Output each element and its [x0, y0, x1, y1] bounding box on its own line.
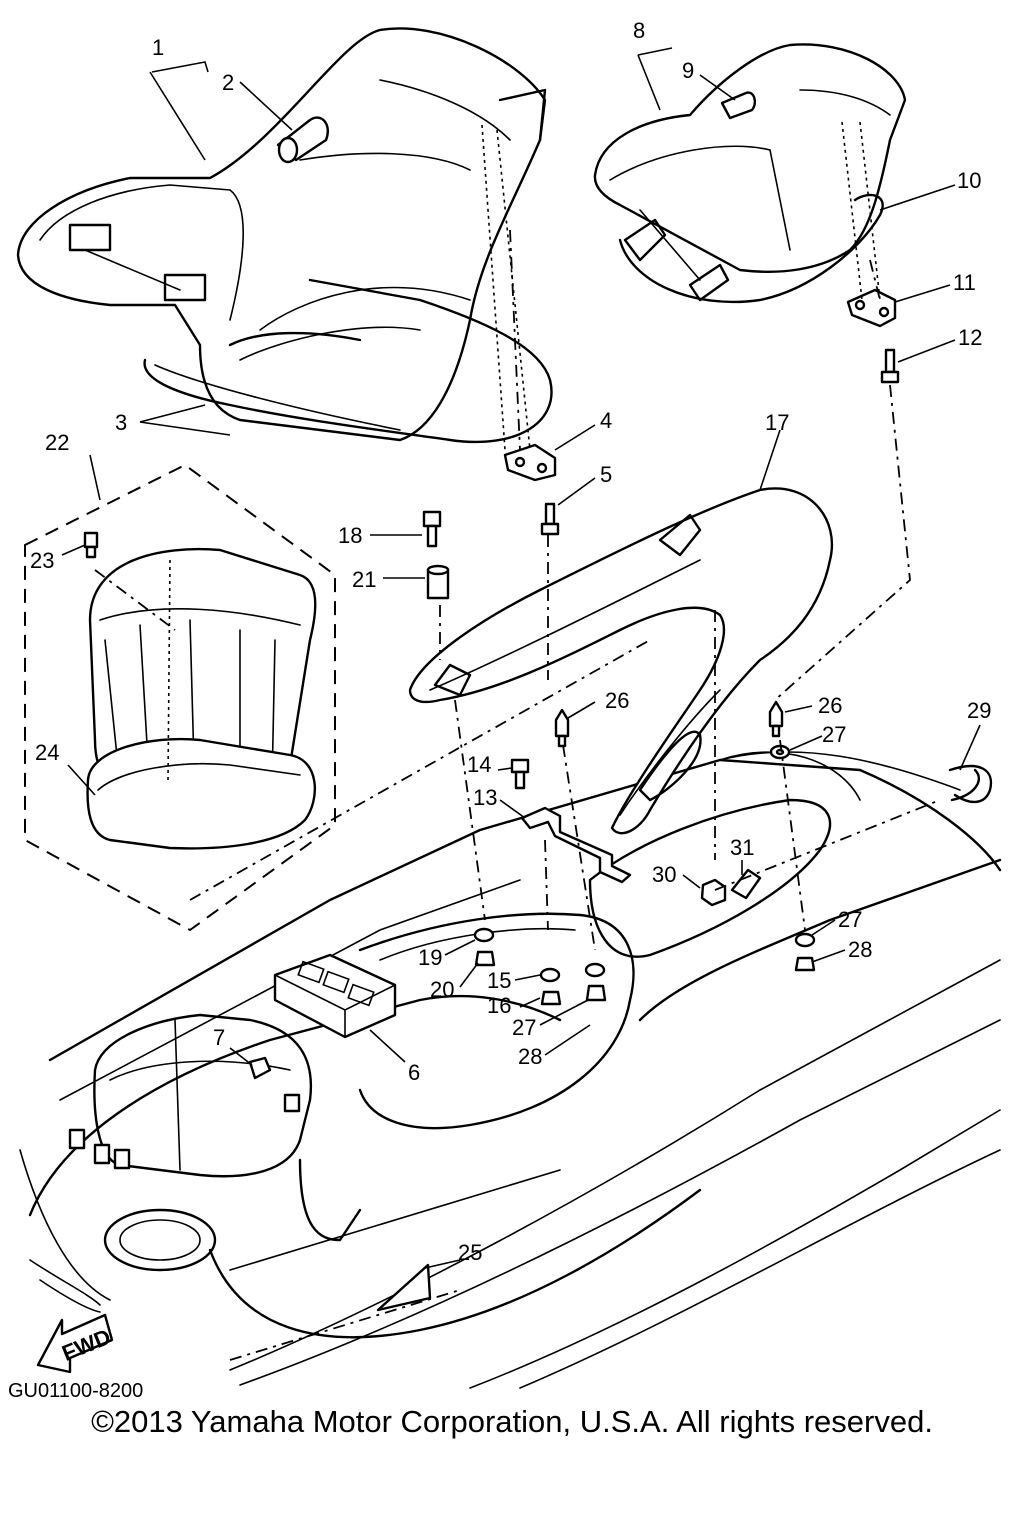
- hull-body: [19, 751, 1002, 1389]
- callout-17: 17: [765, 410, 789, 435]
- callout-27-center: 27: [512, 1015, 536, 1040]
- part-9-rear-grip: [720, 91, 757, 120]
- callout-4: 4: [600, 408, 612, 433]
- part-18-bolt: [422, 510, 442, 548]
- callout-5: 5: [600, 462, 612, 487]
- callout-13: 13: [473, 785, 497, 810]
- part-4-front-latch: [503, 443, 557, 482]
- callout-18: 18: [338, 523, 362, 548]
- part-5-screw: [540, 502, 560, 536]
- part-21-collar: [426, 564, 450, 600]
- callout-28-right: 28: [848, 937, 872, 962]
- copyright-notice: ©2013 Yamaha Motor Corporation, U.S.A. A…: [91, 1404, 933, 1439]
- seat-base-well: [358, 751, 861, 1130]
- callout-labels: 1 2 3 4 5 6 7 8 9 10 11 12 13 14 15 16 1…: [30, 18, 991, 1265]
- callout-9: 9: [682, 58, 694, 83]
- callout-23: 23: [30, 548, 54, 573]
- callout-26-right: 26: [818, 693, 842, 718]
- part-1-front-seat: [16, 27, 547, 442]
- part-7-screw: [248, 1056, 272, 1080]
- part-6-holder: [273, 953, 397, 1039]
- callout-2: 2: [222, 70, 234, 95]
- callout-11: 11: [953, 270, 976, 295]
- callout-6: 6: [408, 1060, 420, 1085]
- part-31-plate: [730, 868, 762, 900]
- callout-27-top: 27: [822, 722, 846, 747]
- part-13-bracket: [520, 806, 632, 884]
- leader-lines: [61, 47, 981, 1269]
- callout-14: 14: [467, 752, 491, 777]
- callout-20: 20: [430, 977, 454, 1002]
- assembly-guides: [94, 121, 941, 951]
- callout-10: 10: [957, 168, 981, 193]
- callout-7: 7: [213, 1025, 225, 1050]
- callout-27-right: 27: [838, 907, 862, 932]
- part-8-rear-seat: [593, 43, 907, 302]
- callout-3: 3: [115, 410, 127, 435]
- callout-29: 29: [967, 698, 991, 723]
- part-17-trim-cover: [408, 487, 833, 835]
- front-compartment: [68, 1013, 362, 1272]
- callout-26-left: 26: [605, 688, 629, 713]
- callout-31: 31: [730, 835, 754, 860]
- part-30-nut: [700, 878, 727, 907]
- part-29-u-bolt: [948, 764, 993, 804]
- callout-25: 25: [458, 1240, 482, 1265]
- part-12-screw: [880, 348, 900, 384]
- part-26-rivet-right: [768, 700, 784, 738]
- part-11-rear-latch: [846, 288, 897, 328]
- callout-21: 21: [352, 567, 376, 592]
- callout-12: 12: [958, 325, 982, 350]
- callout-15: 15: [487, 968, 511, 993]
- part-2-grip: [276, 116, 329, 164]
- callout-22: 22: [45, 430, 69, 455]
- callout-8: 8: [633, 18, 645, 43]
- part-10-rear-seat-cord: [618, 193, 884, 304]
- callout-1: 1: [152, 35, 164, 60]
- callout-24: 24: [35, 740, 59, 765]
- callout-16: 16: [487, 993, 511, 1018]
- callout-19: 19: [418, 945, 442, 970]
- callout-30: 30: [652, 862, 676, 887]
- part-26-rivet-left: [554, 708, 570, 748]
- part-3-seat-cord: [143, 278, 553, 444]
- callout-28-center: 28: [518, 1044, 542, 1069]
- part-14-bolt: [510, 758, 530, 790]
- fwd-arrow-icon: FWD: [36, 1313, 114, 1374]
- part-25-decal: [376, 1263, 432, 1312]
- diagram-code: GU01100-8200: [8, 1380, 144, 1402]
- part-22-storage-bin: [24, 463, 336, 932]
